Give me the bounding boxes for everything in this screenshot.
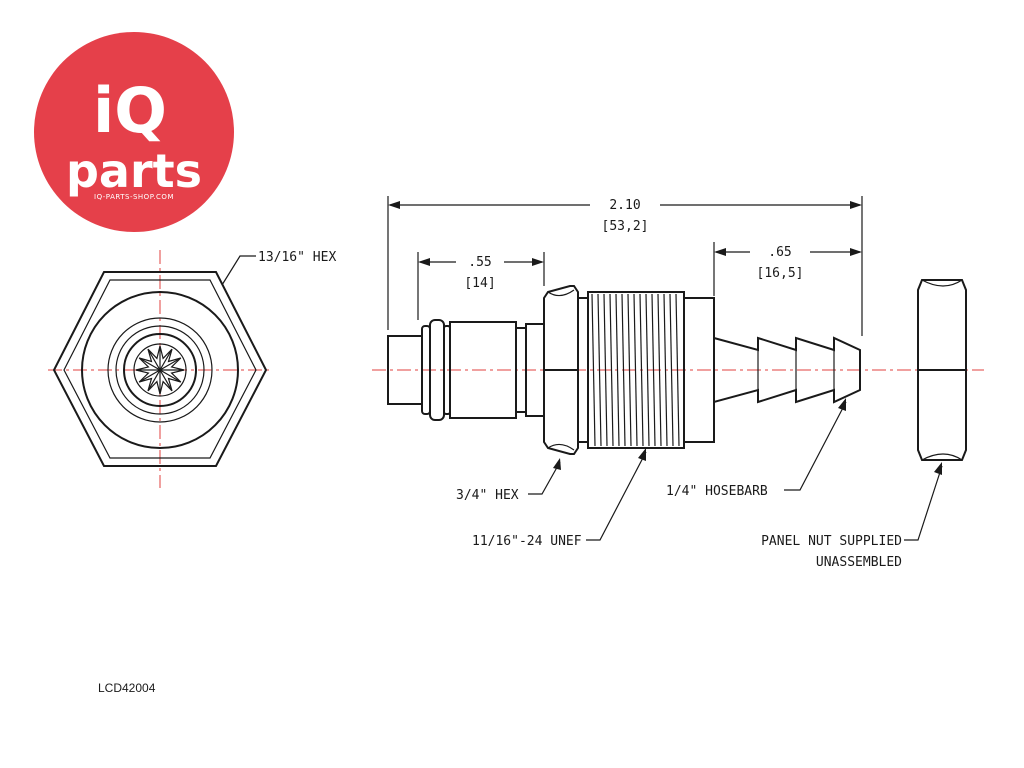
thread-line xyxy=(645,293,650,447)
body-hex-chamfer-bottom xyxy=(547,443,575,451)
panel-nut-chamfer-bottom xyxy=(921,453,963,461)
barb-dim-in: .65 xyxy=(768,245,791,260)
overall-dim-mm: [53,2] xyxy=(602,219,649,234)
thread-line xyxy=(615,293,620,447)
overall-arrow-right xyxy=(850,201,862,209)
front-dimension: .55 [14] xyxy=(417,252,545,320)
end-face-circle xyxy=(81,291,239,449)
side-view-coupling xyxy=(387,285,861,455)
overall-dimension: 2.10 [53,2] xyxy=(387,196,863,336)
valve-spoke xyxy=(159,348,173,371)
thread-line xyxy=(597,293,602,447)
body-hex-leader-arrow xyxy=(553,458,561,470)
panel-nut-callout: PANEL NUT SUPPLIED UNASSEMBLED xyxy=(761,462,943,570)
panel-nut-label-line1: PANEL NUT SUPPLIED xyxy=(761,534,902,549)
thread-line xyxy=(627,293,632,447)
part-number: LCD42004 xyxy=(98,681,156,695)
front-arrow-right xyxy=(532,258,544,266)
barb-arrow-right xyxy=(850,248,862,256)
thread-line xyxy=(591,293,596,447)
panel-nut-chamfer-top xyxy=(921,279,963,287)
front-arrow-left xyxy=(418,258,430,266)
hosebarb-leader xyxy=(784,401,847,491)
valve-spoke xyxy=(147,348,161,371)
end-view-hex xyxy=(48,250,272,488)
barb-dimension: .65 [16,5] xyxy=(713,242,862,296)
thread-line xyxy=(669,293,674,447)
valve-spoke xyxy=(138,369,161,383)
panel-nut xyxy=(917,279,967,461)
logo-brand-bottom: parts xyxy=(66,144,202,198)
end-hex-leader xyxy=(221,255,256,286)
thread-line xyxy=(663,293,668,447)
logo-url: IQ-PARTS-SHOP.COM xyxy=(94,193,174,201)
bore-outer-circle xyxy=(107,317,213,423)
body-hex-leader xyxy=(528,461,561,495)
logo-brand-top: iQ xyxy=(93,74,167,147)
body-hex xyxy=(543,285,579,455)
front-dim-in: .55 xyxy=(468,255,491,270)
valve-star-outline xyxy=(135,345,185,395)
thread-line xyxy=(609,293,614,447)
body-hex-chamfer-top xyxy=(547,289,575,297)
thread-callout: 11/16"-24 UNEF xyxy=(472,448,647,549)
hosebarb-leader-arrow xyxy=(838,398,846,411)
thread-line xyxy=(651,293,656,447)
panel-nut-leader-arrow xyxy=(934,462,942,475)
end-hex-label: 13/16" HEX xyxy=(258,250,336,265)
hosebarb-label: 1/4" HOSEBARB xyxy=(666,484,768,499)
panel-nut-label-line2: UNASSEMBLED xyxy=(816,555,902,570)
thread-line xyxy=(657,293,662,447)
thread-label: 11/16"-24 UNEF xyxy=(472,534,582,549)
barb-dim-mm: [16,5] xyxy=(757,266,804,281)
end-hex-callout: 13/16" HEX xyxy=(221,250,336,286)
valve-spoke xyxy=(138,357,161,371)
overall-arrow-left xyxy=(388,201,400,209)
body-hex-label: 3/4" HEX xyxy=(456,488,519,503)
valve-spoke xyxy=(159,369,173,392)
valve-star xyxy=(135,345,185,395)
thread-line xyxy=(633,293,638,447)
thread-line xyxy=(621,293,626,447)
body-hex-callout: 3/4" HEX xyxy=(456,458,561,503)
logo-circle xyxy=(34,32,234,232)
thread-line xyxy=(603,293,608,447)
valve-circle xyxy=(133,343,187,397)
overall-dim-in: 2.10 xyxy=(609,198,640,213)
bore-inner-circle xyxy=(123,333,197,407)
thread-line xyxy=(639,293,644,447)
bore-mid-circle xyxy=(115,325,205,415)
valve-spoke xyxy=(159,369,182,383)
front-dim-mm: [14] xyxy=(464,276,495,291)
thread-leader-arrow xyxy=(638,448,646,461)
valve-spoke xyxy=(147,369,161,392)
hosebarb-callout: 1/4" HOSEBARB xyxy=(666,398,847,499)
thread-lines xyxy=(591,293,680,447)
valve-spoke xyxy=(159,357,182,371)
thread-line xyxy=(675,293,680,447)
hex-inner-outline xyxy=(63,279,257,459)
hex-outline xyxy=(52,271,268,467)
iq-parts-logo: iQ parts IQ-PARTS-SHOP.COM xyxy=(34,32,234,232)
panel-nut-leader xyxy=(904,465,943,541)
barb-arrow-left xyxy=(714,248,726,256)
thread-leader xyxy=(586,451,647,541)
